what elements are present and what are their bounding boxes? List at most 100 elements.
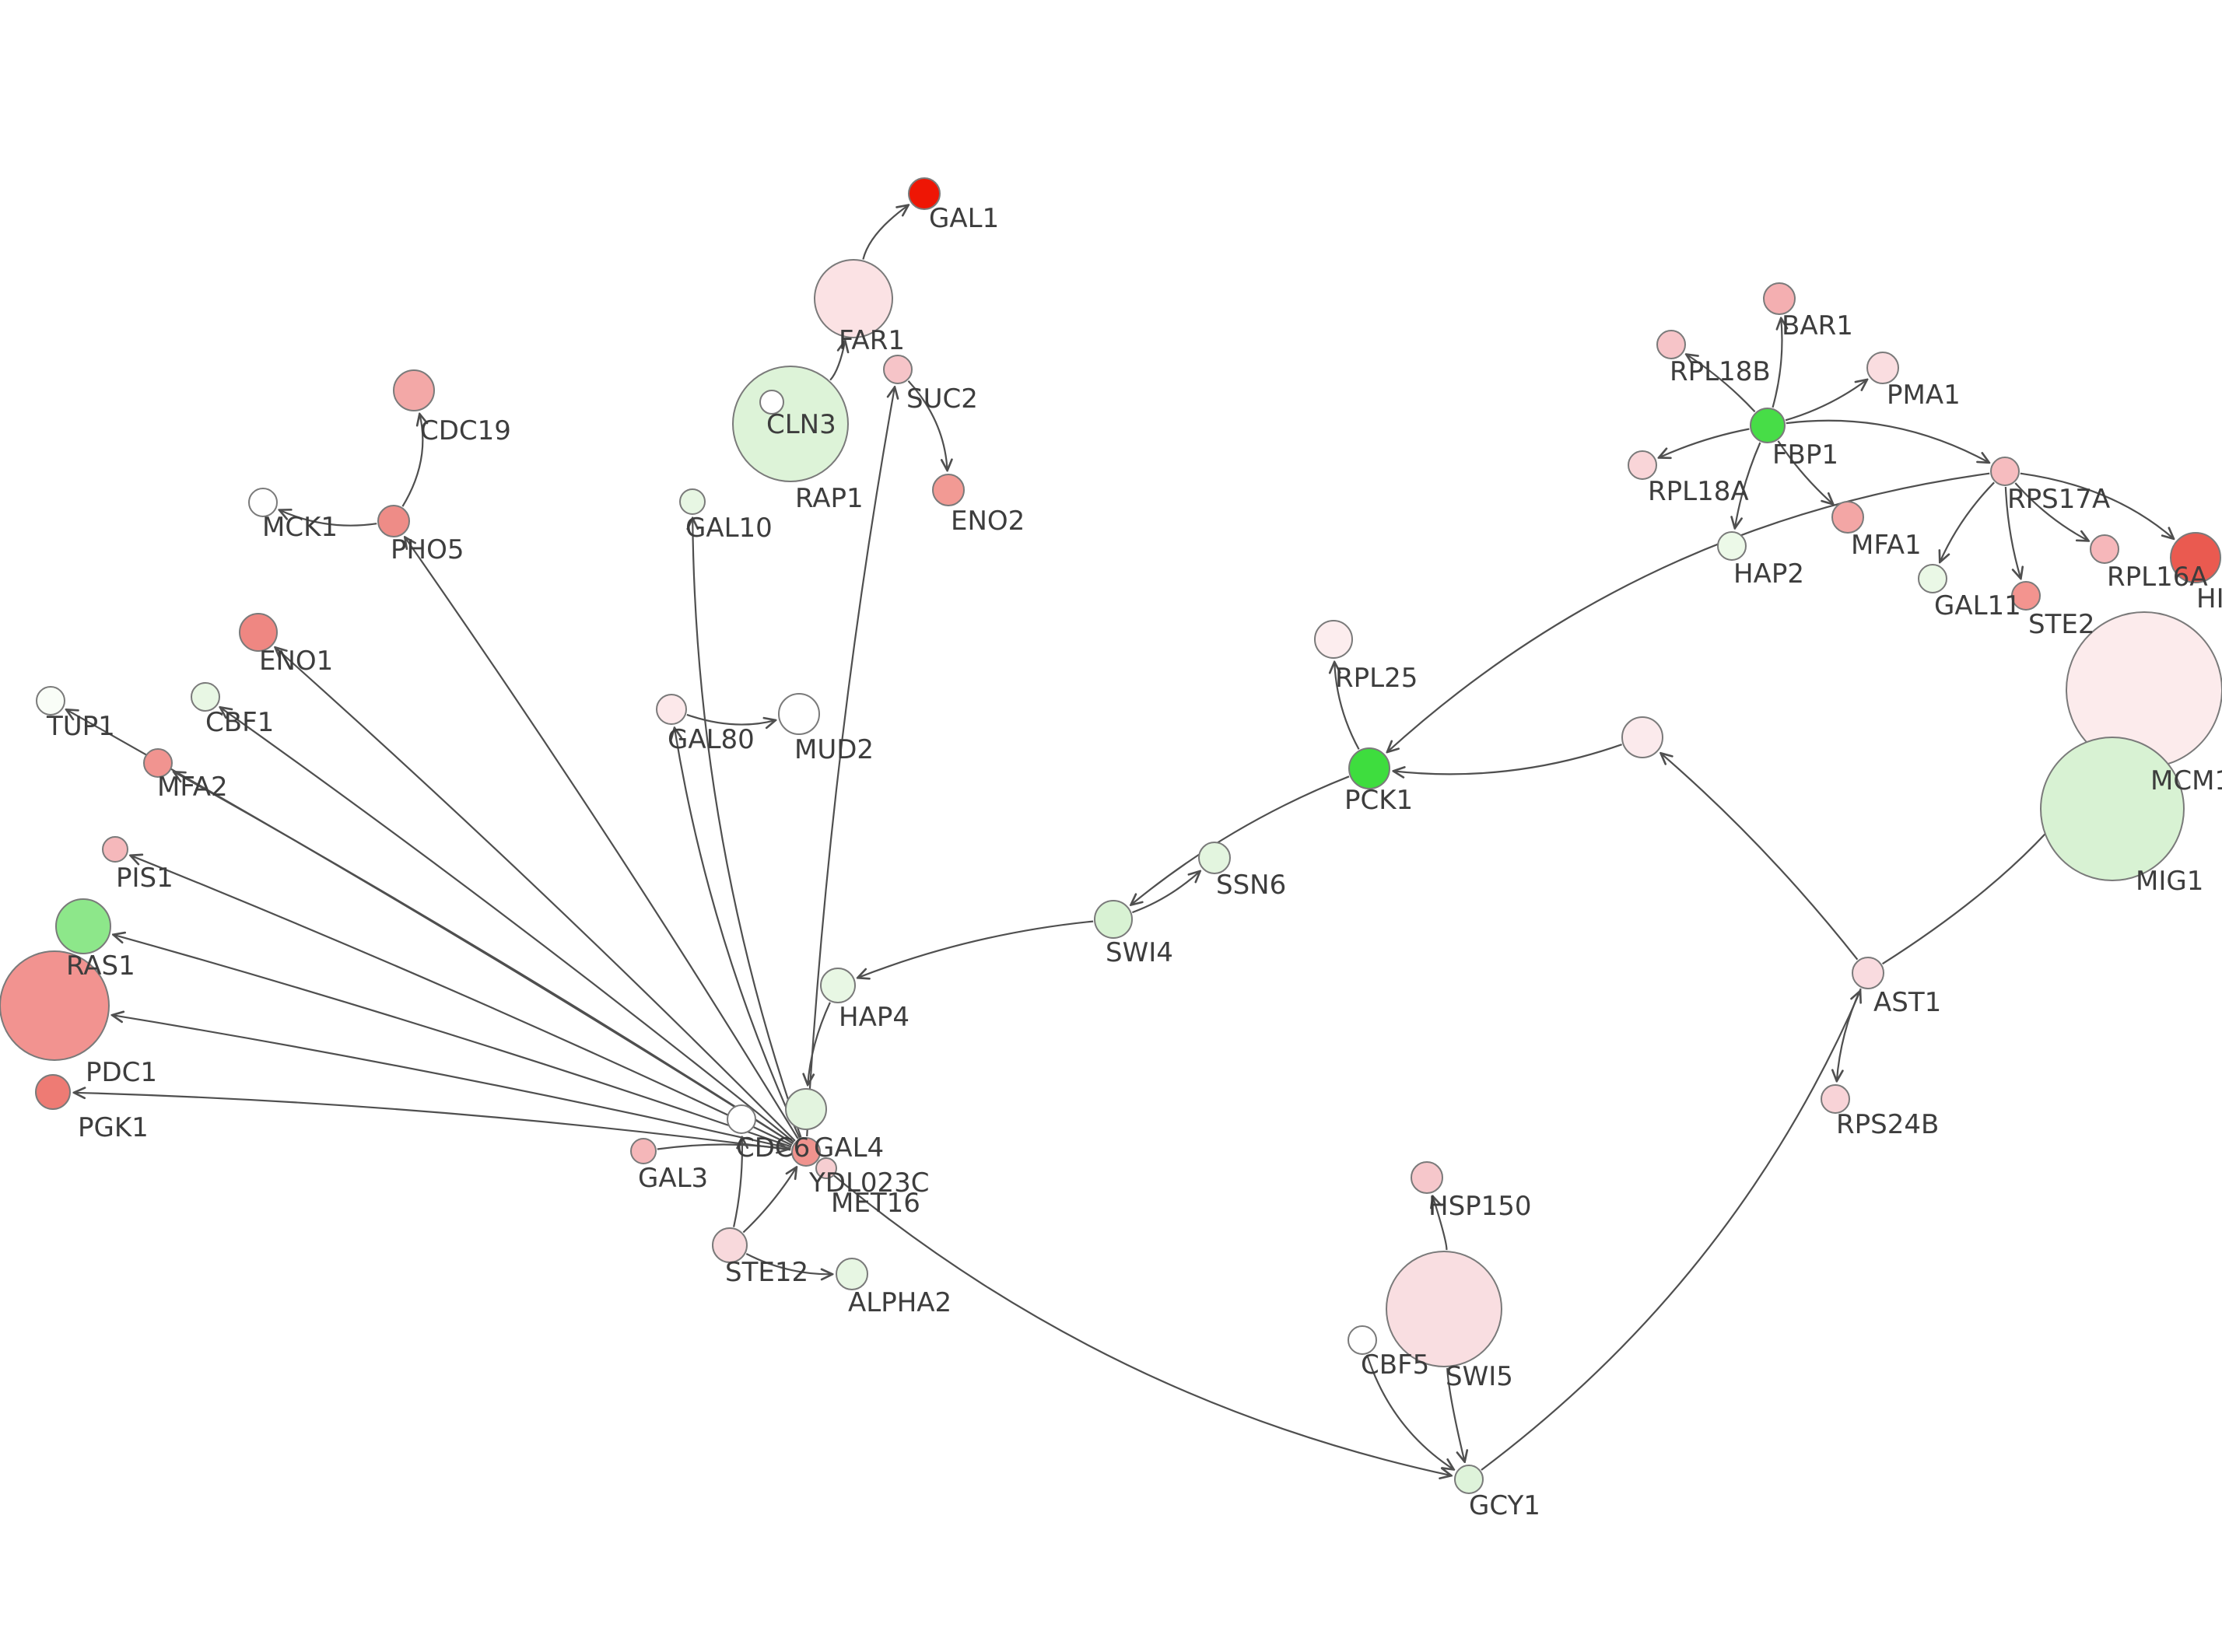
edge-CBF5-GCY1[interactable]: [1366, 1354, 1454, 1470]
edge-PHO5-MCK1[interactable]: [279, 510, 377, 527]
edge-FBP1-MFA1[interactable]: [1777, 440, 1833, 505]
node-HSP150[interactable]: [1411, 1161, 1443, 1194]
edge-STE12-GAL4[interactable]: [742, 1167, 797, 1234]
node-HIS4[interactable]: [2170, 532, 2221, 583]
node-GCY1[interactable]: [1454, 1465, 1484, 1494]
node-CDC19[interactable]: [393, 369, 435, 411]
node-RPL16A[interactable]: [2090, 534, 2119, 564]
node-NODEX[interactable]: [1621, 716, 1663, 758]
node-GAL4[interactable]: [791, 1137, 821, 1167]
node-FBP1[interactable]: [1750, 408, 1786, 443]
node-MCK1[interactable]: [248, 488, 278, 517]
node-SWI5[interactable]: [1386, 1251, 1502, 1367]
edge-PCK1-RPL25[interactable]: [1334, 662, 1360, 750]
edge-SUC2-ENO2[interactable]: [907, 380, 948, 471]
node-CBF5[interactable]: [1348, 1325, 1377, 1355]
edge-FBP1-HAP2[interactable]: [1735, 442, 1761, 528]
edge-GAL4-GAL80[interactable]: [675, 728, 801, 1139]
node-SWI4[interactable]: [1094, 900, 1133, 939]
node-HAP4[interactable]: [820, 968, 856, 1003]
node-PIS1[interactable]: [102, 836, 128, 863]
edge-GAL4-CBF1[interactable]: [220, 707, 795, 1143]
node-ENO2[interactable]: [932, 474, 965, 506]
node-STE2[interactable]: [2011, 581, 2041, 611]
node-BAR1[interactable]: [1763, 282, 1796, 315]
edge-GAL4-GAL10[interactable]: [692, 518, 802, 1138]
edge-GAL4-PGK1[interactable]: [74, 1093, 791, 1151]
edge-HAP4-YDL023C[interactable]: [808, 1002, 831, 1085]
edge-GAL4-ENO1[interactable]: [275, 647, 796, 1142]
edge-RPS17A-HIS4[interactable]: [2020, 472, 2174, 539]
node-CBF1[interactable]: [191, 682, 220, 712]
node-YDL023C[interactable]: [785, 1088, 827, 1130]
edge-FBP1-RPL18A[interactable]: [1659, 428, 1750, 458]
node-PCK1[interactable]: [1348, 747, 1390, 789]
edge-AST1-NODEX[interactable]: [1661, 753, 1859, 961]
node-PHO5[interactable]: [377, 505, 410, 537]
edge-NODEX-PCK1[interactable]: [1393, 744, 1622, 774]
node-SSN6[interactable]: [1198, 842, 1231, 874]
node-HAP2[interactable]: [1717, 531, 1747, 561]
node-GAL10[interactable]: [679, 488, 706, 515]
edge-FBP1-PMA1[interactable]: [1785, 380, 1867, 422]
node-MFA1[interactable]: [1831, 501, 1864, 534]
edge-STE12-CDC6[interactable]: [733, 1137, 742, 1227]
node-STE12[interactable]: [712, 1227, 748, 1263]
node-label-SSN6: SSN6: [1216, 870, 1286, 901]
edge-FAR1-GAL1[interactable]: [862, 205, 908, 260]
edge-RPS17A-GAL11[interactable]: [1940, 481, 1995, 562]
node-GAL11[interactable]: [1918, 564, 1947, 593]
edge-AST1-RPS24B[interactable]: [1837, 988, 1862, 1081]
edge-GAL4-PDC1[interactable]: [112, 1015, 791, 1150]
node-GAL3[interactable]: [630, 1138, 657, 1164]
edge-FBP1-RPS17A[interactable]: [1786, 419, 1989, 463]
node-PGK1[interactable]: [35, 1074, 71, 1110]
edge-FBP1-RPL18B[interactable]: [1686, 355, 1756, 413]
node-RPL18A[interactable]: [1628, 450, 1657, 480]
edge-GAL4-PHO5[interactable]: [405, 537, 799, 1139]
edge-SWI5-HSP150[interactable]: [1433, 1196, 1448, 1251]
node-TUP1[interactable]: [36, 686, 65, 716]
node-SUC2[interactable]: [883, 355, 913, 384]
node-MIG1[interactable]: [2040, 737, 2185, 881]
node-MUD2[interactable]: [778, 693, 820, 735]
edge-GAL4-SUC2[interactable]: [806, 387, 895, 1137]
node-CDC6[interactable]: [727, 1104, 756, 1134]
node-RAS1[interactable]: [55, 898, 111, 954]
edge-PCK1-SWI4[interactable]: [1130, 775, 1350, 905]
edge-SWI4-SSN6[interactable]: [1132, 871, 1200, 914]
edge-GAL4-MFA2[interactable]: [173, 772, 794, 1145]
node-MFA2[interactable]: [143, 748, 173, 778]
node-RPS17A[interactable]: [1990, 457, 2020, 486]
node-RAP1[interactable]: [759, 390, 784, 415]
node-GAL1[interactable]: [908, 177, 941, 210]
node-RPL25[interactable]: [1314, 620, 1353, 659]
node-FAR1[interactable]: [814, 259, 893, 338]
node-GAL80[interactable]: [656, 694, 687, 725]
edge-RPS17A-RPL16A[interactable]: [2014, 482, 2088, 541]
edge-GAL3-GAL4[interactable]: [657, 1145, 788, 1150]
node-RPS24B[interactable]: [1821, 1084, 1850, 1114]
edge-GCY1-AST1[interactable]: [1481, 991, 1860, 1471]
edge-SWI5-GCY1[interactable]: [1446, 1367, 1464, 1462]
edge-RPS17A-PCK1[interactable]: [1387, 472, 1990, 752]
edge-RPS17A-STE2[interactable]: [2004, 486, 2021, 579]
edge-GAL80-MUD2[interactable]: [686, 713, 776, 725]
node-label-STE12: STE12: [725, 1257, 808, 1288]
edge-FBP1-BAR1[interactable]: [1772, 318, 1782, 408]
node-RPL18B[interactable]: [1656, 330, 1686, 359]
edge-PHO5-CDC19[interactable]: [401, 414, 422, 507]
node-MET16[interactable]: [815, 1157, 837, 1179]
edge-GAL4-GCY1[interactable]: [817, 1161, 1451, 1475]
node-PDC1[interactable]: [0, 950, 110, 1061]
edge-GAL4-PIS1[interactable]: [131, 856, 793, 1146]
edge-STE12-ALPHA2[interactable]: [745, 1253, 832, 1274]
node-ENO1[interactable]: [239, 613, 278, 652]
edge-CLN3-FAR1[interactable]: [829, 341, 845, 381]
node-ALPHA2[interactable]: [836, 1258, 868, 1290]
edge-SWI4-HAP4[interactable]: [857, 920, 1094, 978]
node-AST1[interactable]: [1852, 957, 1884, 989]
node-PMA1[interactable]: [1866, 352, 1899, 384]
edge-GAL4-RAS1[interactable]: [114, 935, 792, 1148]
